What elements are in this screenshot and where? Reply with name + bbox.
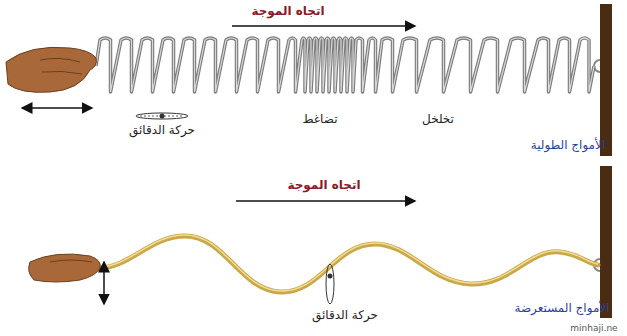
watermark: minhaji.ne: [570, 323, 617, 334]
rope: [98, 236, 598, 292]
coil-stroke: [96, 38, 594, 92]
wave-type-title: الأمواج المستعرضة: [515, 301, 610, 315]
hand: [6, 47, 96, 92]
motion-arrow: [22, 107, 92, 109]
direction-arrow: [232, 25, 415, 27]
label: اتجاه الموجة: [287, 178, 360, 192]
wall: [600, 166, 612, 318]
label: اتجاه الموجة: [251, 4, 324, 18]
label: تخلخل: [420, 112, 456, 126]
label: تضاغط: [300, 112, 339, 126]
label: حركة الدقائق: [312, 308, 378, 322]
coil-highlight: [96, 38, 594, 92]
particle-motion: [136, 113, 188, 119]
direction-arrow: [236, 200, 415, 202]
spring-coil: [96, 38, 594, 92]
motion-arrow: [103, 262, 105, 304]
wall: [600, 4, 612, 156]
hand: [29, 254, 101, 282]
label: حركة الدقائق: [129, 123, 195, 137]
wave-type-title: الأمواج الطولية: [531, 138, 605, 152]
particle-motion: [326, 264, 334, 304]
